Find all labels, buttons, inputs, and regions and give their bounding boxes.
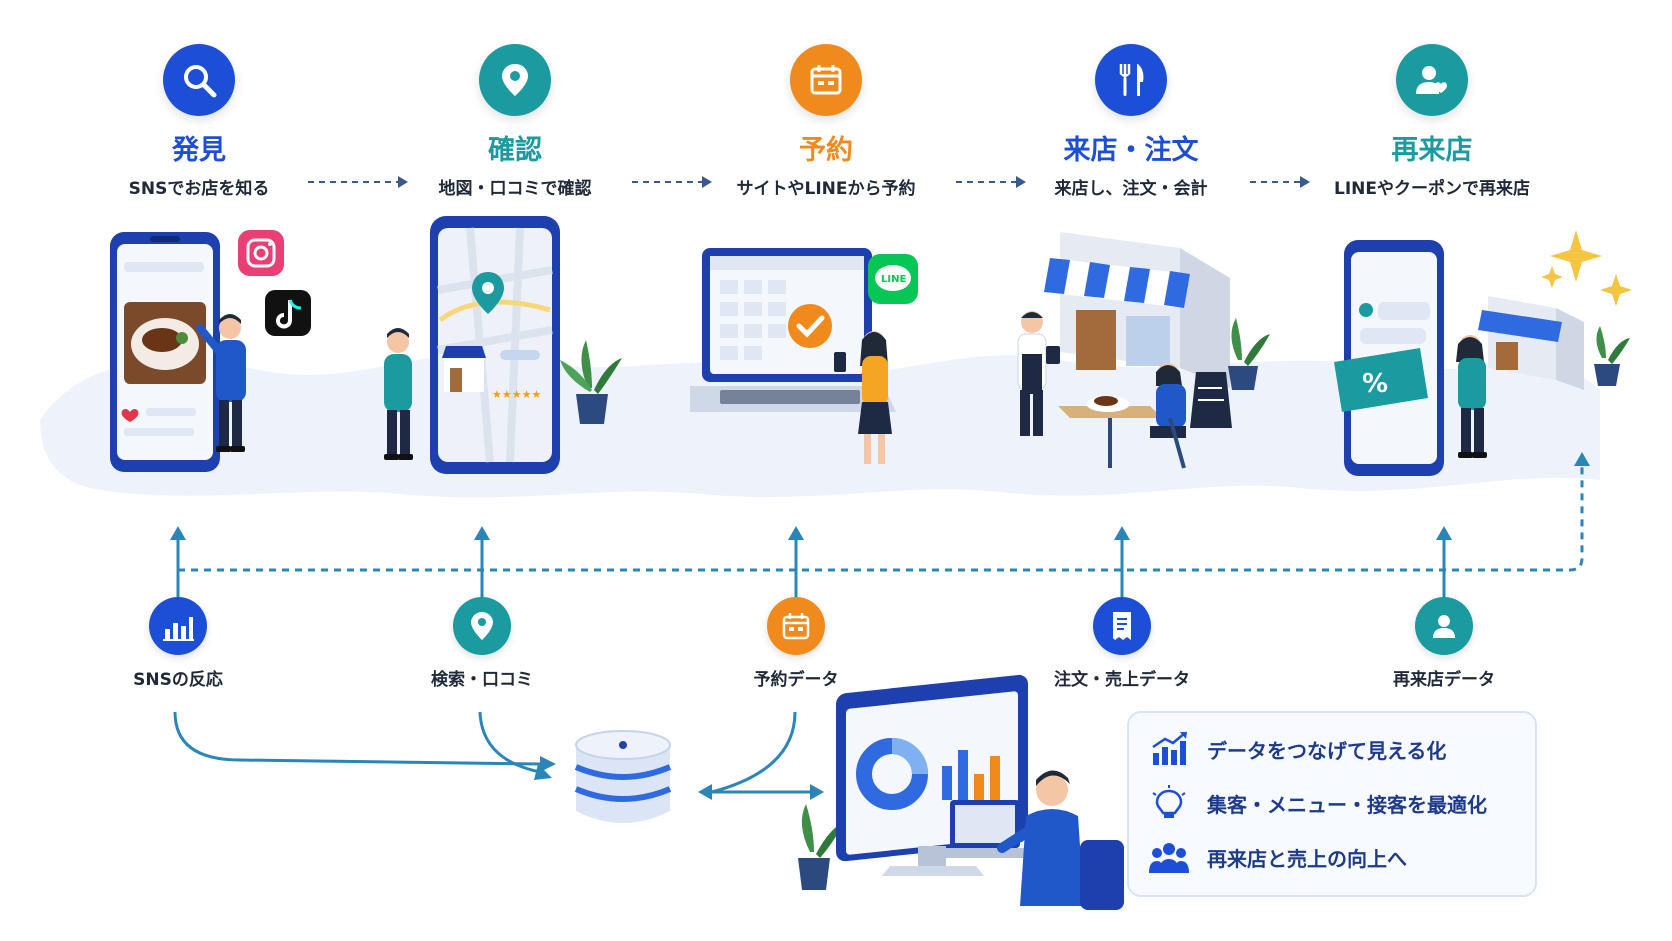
person-illustration: [834, 331, 892, 464]
benefit-text-visualize: データをつなげて見える化: [1207, 738, 1447, 763]
data-search-circle: [453, 597, 511, 655]
calendar-icon: [782, 613, 810, 640]
analyst-person-illustration: [997, 770, 1124, 910]
waiter-illustration: [1017, 311, 1060, 436]
people-icon: [1149, 843, 1189, 873]
data-label-search: 検索・口コミ: [431, 670, 533, 690]
database-icon: [574, 730, 672, 823]
user-icon: [1433, 615, 1455, 638]
bar-chart-icon: [163, 617, 194, 641]
data-reserve-circle: [767, 597, 825, 655]
line-app-icon: LINE: [868, 254, 918, 304]
benefit-row-growth: 再来店と売上の向上へ: [1149, 839, 1407, 875]
benefit-row-optimize: 集客・メニュー・接客を最適化: [1149, 785, 1487, 821]
step-title-check: 確認: [488, 135, 542, 166]
lightbulb-icon: [1152, 785, 1186, 818]
laptop-illustration: [690, 248, 896, 412]
tiktok-icon: [265, 290, 311, 336]
user-heart-icon: [1416, 66, 1447, 94]
benefit-row-visualize: データをつなげて見える化: [1149, 731, 1446, 767]
step-sub-check: 地図・口コミで確認: [438, 179, 592, 199]
small-store-illustration: [1478, 296, 1584, 390]
illustration-reserve: LINE: [690, 248, 918, 464]
step-sub-visit: 来店し、注文・会計: [1054, 179, 1208, 199]
map-pin-icon: [471, 612, 493, 640]
data-revisit-circle: [1415, 597, 1473, 655]
customer-illustration: [1150, 363, 1186, 469]
data-label-sns: SNSの反応: [133, 670, 223, 690]
step-title-reserve: 予約: [799, 135, 853, 166]
step-title-revisit: 再来店: [1391, 135, 1473, 166]
backbone-arrow-heads: [170, 452, 1590, 540]
laptop-small-illustration: [936, 800, 1036, 858]
fork-knife-icon: [1119, 64, 1144, 96]
instagram-icon: [238, 230, 284, 276]
table-illustration: [1058, 396, 1162, 468]
coupon-ticket-icon: %: [1334, 348, 1428, 412]
plant-illustration: [798, 804, 844, 890]
person-illustration: [384, 328, 413, 460]
step-title-discover: 発見: [172, 135, 226, 166]
person-illustration: [1456, 335, 1487, 458]
calendar-icon: [810, 65, 842, 95]
data-flow-lines: [173, 711, 810, 794]
smartphone-illustration: [110, 232, 220, 472]
data-label-revisit: 再来店データ: [1393, 670, 1495, 690]
step-revisit-circle: [1396, 44, 1468, 116]
plant-illustration: [1594, 326, 1630, 386]
receipt-icon: [1113, 612, 1131, 640]
search-icon: [184, 65, 217, 98]
analytics-monitor-illustration: [798, 674, 1124, 910]
step-arrow-heads: [398, 176, 1310, 188]
benefits-panel: データをつなげて見える化 集客・メニュー・接客を最適化 再来店と売上の向上へ: [1127, 711, 1537, 897]
flow-arrow-heads: [534, 756, 824, 800]
storefront-illustration: [1044, 232, 1230, 388]
data-label-order: 注文・売上データ: [1054, 670, 1190, 690]
sparkle-icon: [1541, 230, 1632, 306]
map-pin-icon: [502, 64, 528, 96]
line-badge-label: LINE: [881, 274, 906, 285]
illustration-revisit: %: [1334, 230, 1632, 476]
data-label-reserve: 予約データ: [753, 670, 839, 690]
data-order-circle: [1093, 597, 1151, 655]
illustration-visit: [1017, 232, 1270, 469]
plant-illustration: [560, 340, 622, 424]
plant-illustration: [1228, 318, 1270, 390]
coupon-percent-label: %: [1362, 369, 1388, 399]
data-sns-circle: [149, 597, 207, 655]
menu-board-illustration: [1190, 372, 1232, 428]
step-check-circle: [479, 44, 551, 116]
step-title-visit: 来店・注文: [1063, 135, 1199, 166]
growth-chart-icon: [1152, 732, 1187, 765]
illustration-discover: [110, 230, 311, 472]
step-reserve-circle: [790, 44, 862, 116]
step-discover-circle: [163, 44, 235, 116]
step-sub-reserve: サイトやLINEから予約: [736, 179, 916, 199]
tablet-map-illustration: ★★★★★: [430, 216, 560, 474]
step-visit-circle: [1095, 44, 1167, 116]
benefit-text-optimize: 集客・メニュー・接客を最適化: [1207, 792, 1487, 817]
data-backbone: [176, 462, 1584, 600]
illustration-check: ★★★★★: [384, 216, 622, 474]
step-sub-discover: SNSでお店を知る: [128, 179, 270, 199]
person-illustration: [196, 314, 246, 452]
benefit-text-growth: 再来店と売上の向上へ: [1207, 846, 1407, 871]
svg-text:★★★★★: ★★★★★: [492, 388, 541, 401]
step-sub-revisit: LINEやクーポンで再来店: [1334, 179, 1530, 199]
